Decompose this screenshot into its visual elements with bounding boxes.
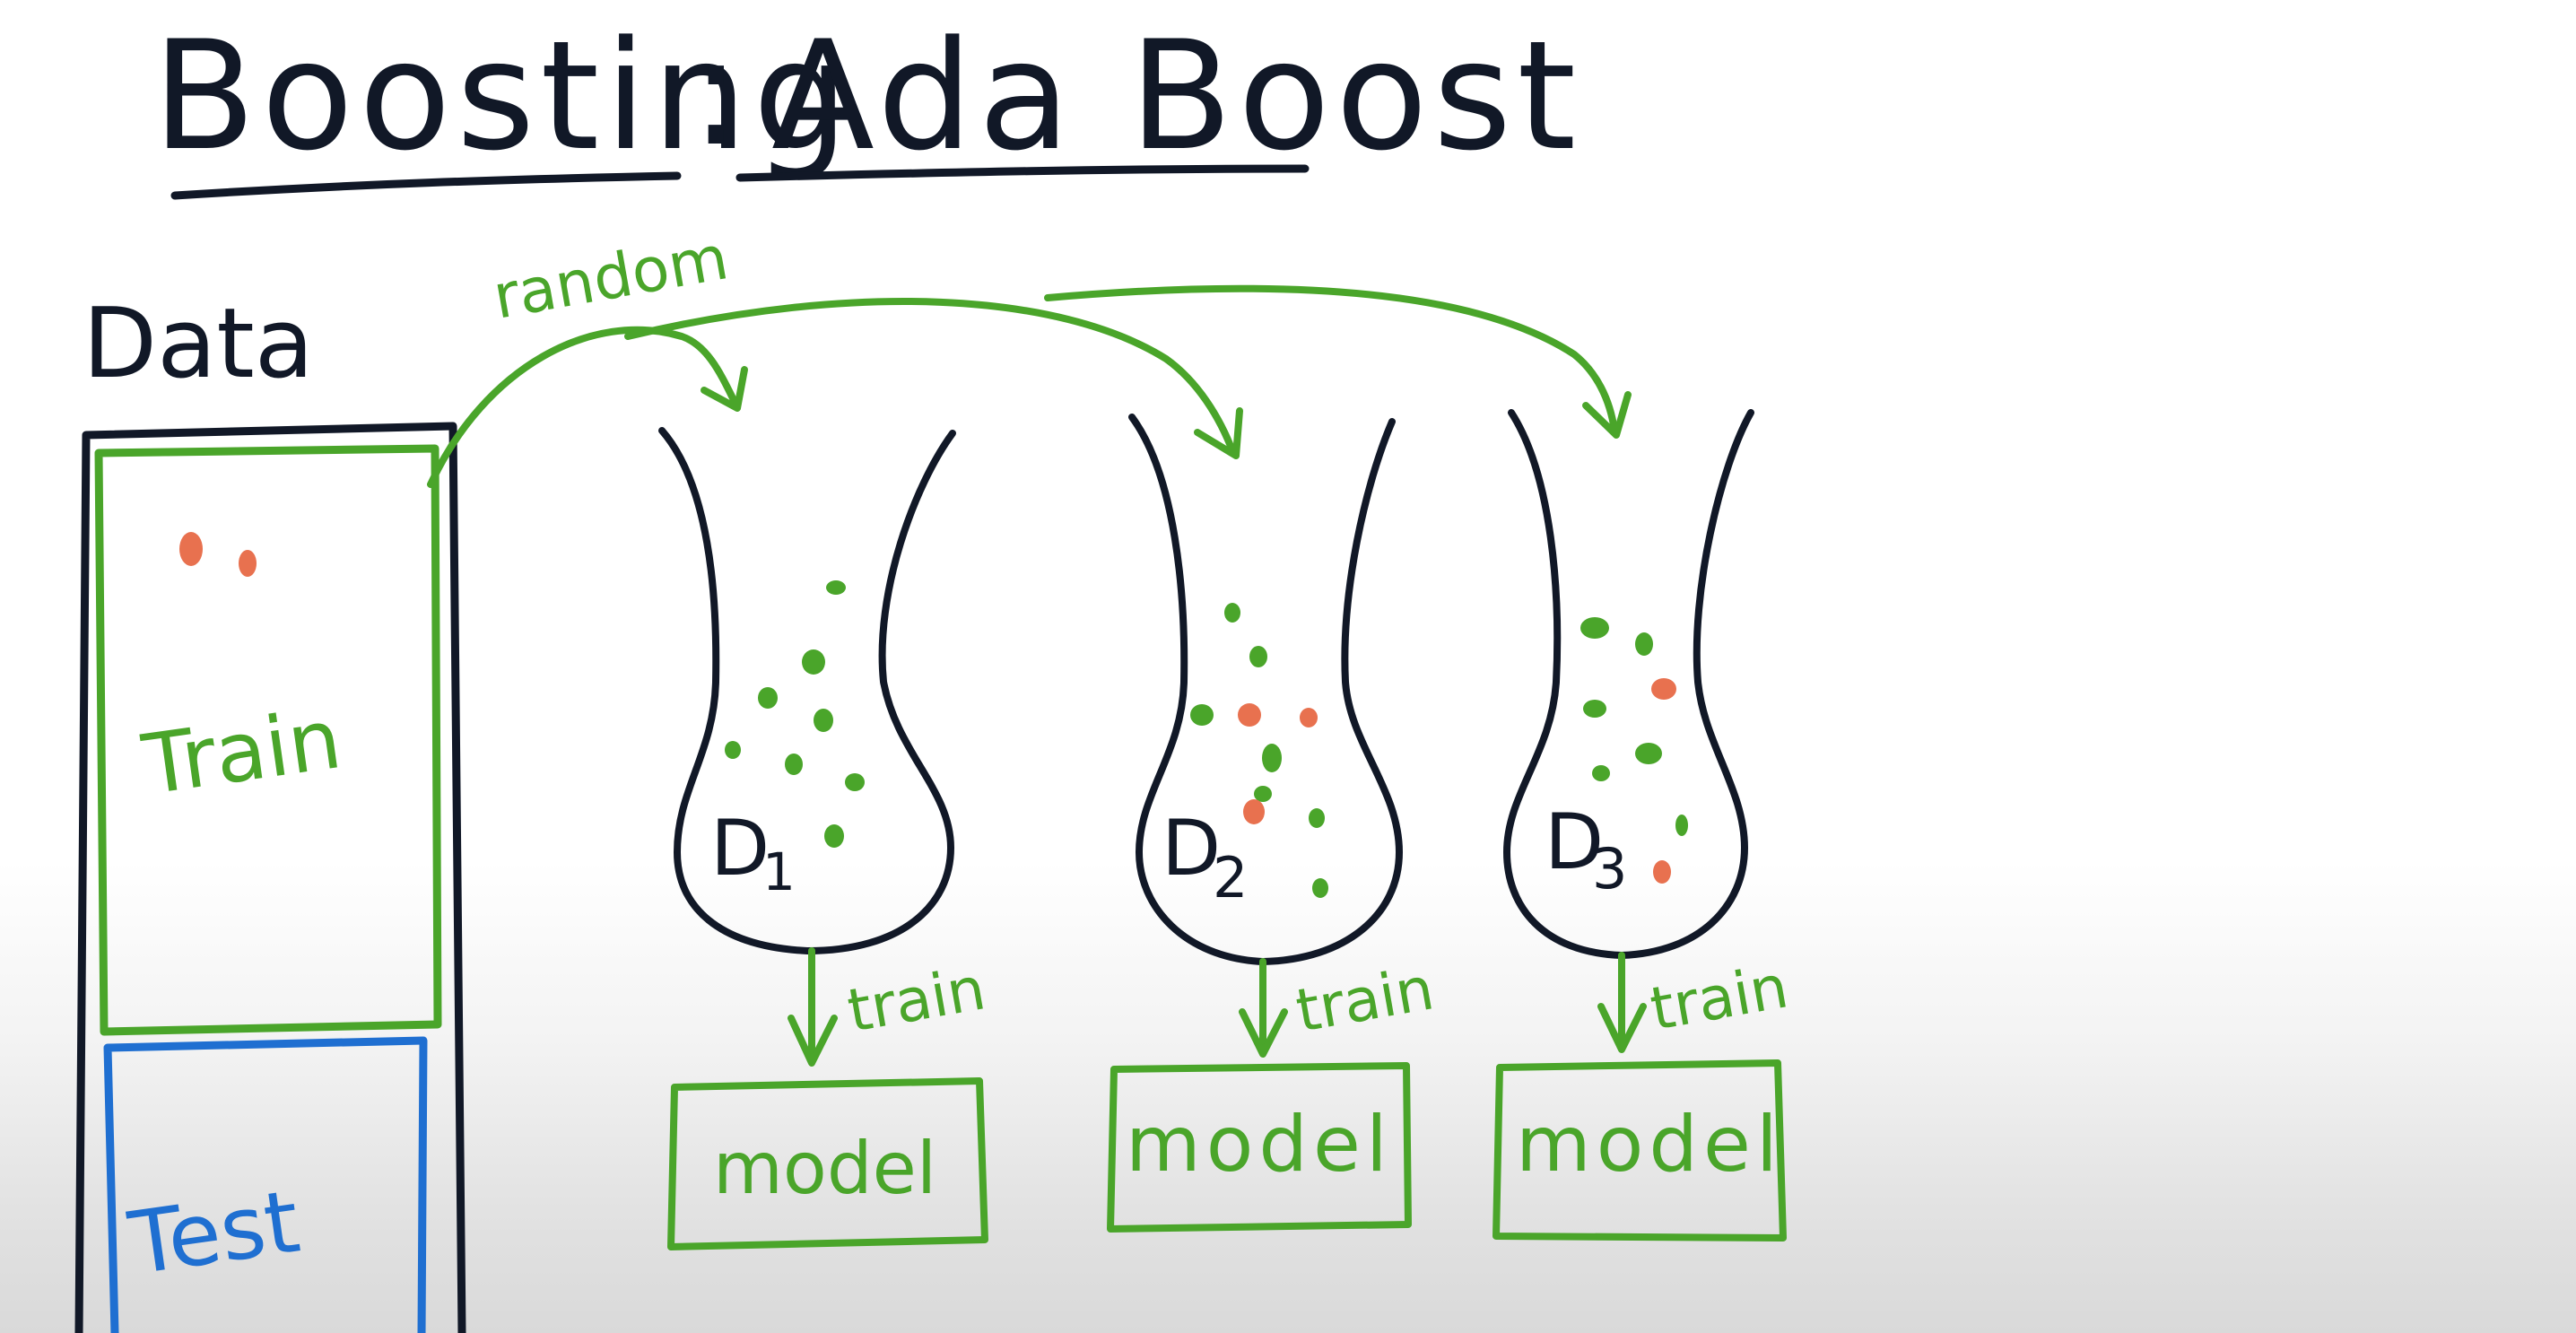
subset-d3: D 3 train model [1493, 409, 1793, 1242]
train-box [94, 444, 442, 1036]
subset-points [1580, 617, 1688, 884]
title-underline-right [735, 164, 1310, 182]
data-point [824, 824, 844, 848]
train-arrow-label: train [1645, 952, 1793, 1044]
subset-index: 1 [762, 841, 796, 902]
subset-name: D [1162, 804, 1221, 893]
data-point [1592, 765, 1610, 781]
data-point [725, 741, 741, 759]
arrowhead [1582, 391, 1632, 439]
subset-name: D [710, 804, 770, 893]
data-point [826, 580, 846, 595]
subset-index: 3 [1592, 836, 1627, 902]
data-point [1580, 617, 1609, 639]
arrowhead [701, 366, 748, 412]
title-ada-boost: Ada Boost [771, 8, 1581, 184]
model-label: model [1516, 1100, 1783, 1189]
test-box [103, 1036, 428, 1333]
data-point [1243, 799, 1265, 824]
test-label: Test [123, 1172, 306, 1294]
random-label: random [488, 222, 733, 334]
train-arrow-label: train [1291, 954, 1439, 1046]
data-point [758, 687, 778, 709]
arrowhead [1597, 1003, 1647, 1053]
data-point [1249, 646, 1267, 667]
title-underline-left [170, 171, 682, 200]
model-label: model [713, 1127, 936, 1210]
data-point [1190, 704, 1214, 726]
arrowhead [788, 1015, 838, 1067]
train-arrow-label: train [842, 954, 990, 1046]
random-arrow-1 [427, 326, 739, 488]
subset-d1: D 1 train model [658, 427, 990, 1250]
subset-funnel [658, 427, 956, 954]
data-point [1675, 815, 1688, 836]
data-point [1635, 743, 1662, 764]
arrowhead [1239, 1008, 1288, 1058]
subset-name: D [1545, 797, 1604, 887]
data-label: Data [83, 288, 314, 400]
data-point [1309, 808, 1325, 828]
subset-points [725, 580, 865, 848]
data-point [1262, 744, 1282, 772]
data-point [1224, 603, 1240, 623]
model-box [1493, 1059, 1787, 1242]
arrowhead [1194, 407, 1243, 459]
data-point [1238, 703, 1261, 727]
model-box [1107, 1062, 1412, 1233]
random-arrow-2 [624, 298, 1237, 457]
train-point [239, 550, 257, 577]
model-label: model [1126, 1100, 1393, 1189]
title: Boosting : Ada Boost [152, 4, 1581, 200]
data-point [1651, 678, 1676, 700]
data-point [1653, 860, 1671, 884]
data-point [814, 709, 833, 732]
data-point [1583, 700, 1606, 718]
subset-d2: D 2 train model [1107, 414, 1439, 1233]
random-sampling-arrows: random [427, 222, 1632, 488]
data-point [1300, 708, 1318, 727]
subset-funnel [1503, 409, 1754, 959]
data-container-outline [74, 422, 466, 1333]
data-point [1312, 878, 1328, 898]
data-point [1635, 632, 1653, 656]
data-column: Data Train Test [74, 288, 466, 1333]
model-box [667, 1077, 988, 1250]
subset-index: 2 [1213, 845, 1248, 910]
train-label: Train [136, 691, 346, 814]
title-colon: : [691, 4, 747, 179]
title-boosting: Boosting [152, 8, 854, 184]
train-point [179, 532, 203, 566]
random-arrow-3 [1044, 284, 1618, 434]
data-point [785, 754, 803, 775]
subset-points [1190, 603, 1328, 898]
data-point [845, 773, 865, 791]
data-point [1254, 786, 1272, 802]
data-point [802, 649, 825, 675]
